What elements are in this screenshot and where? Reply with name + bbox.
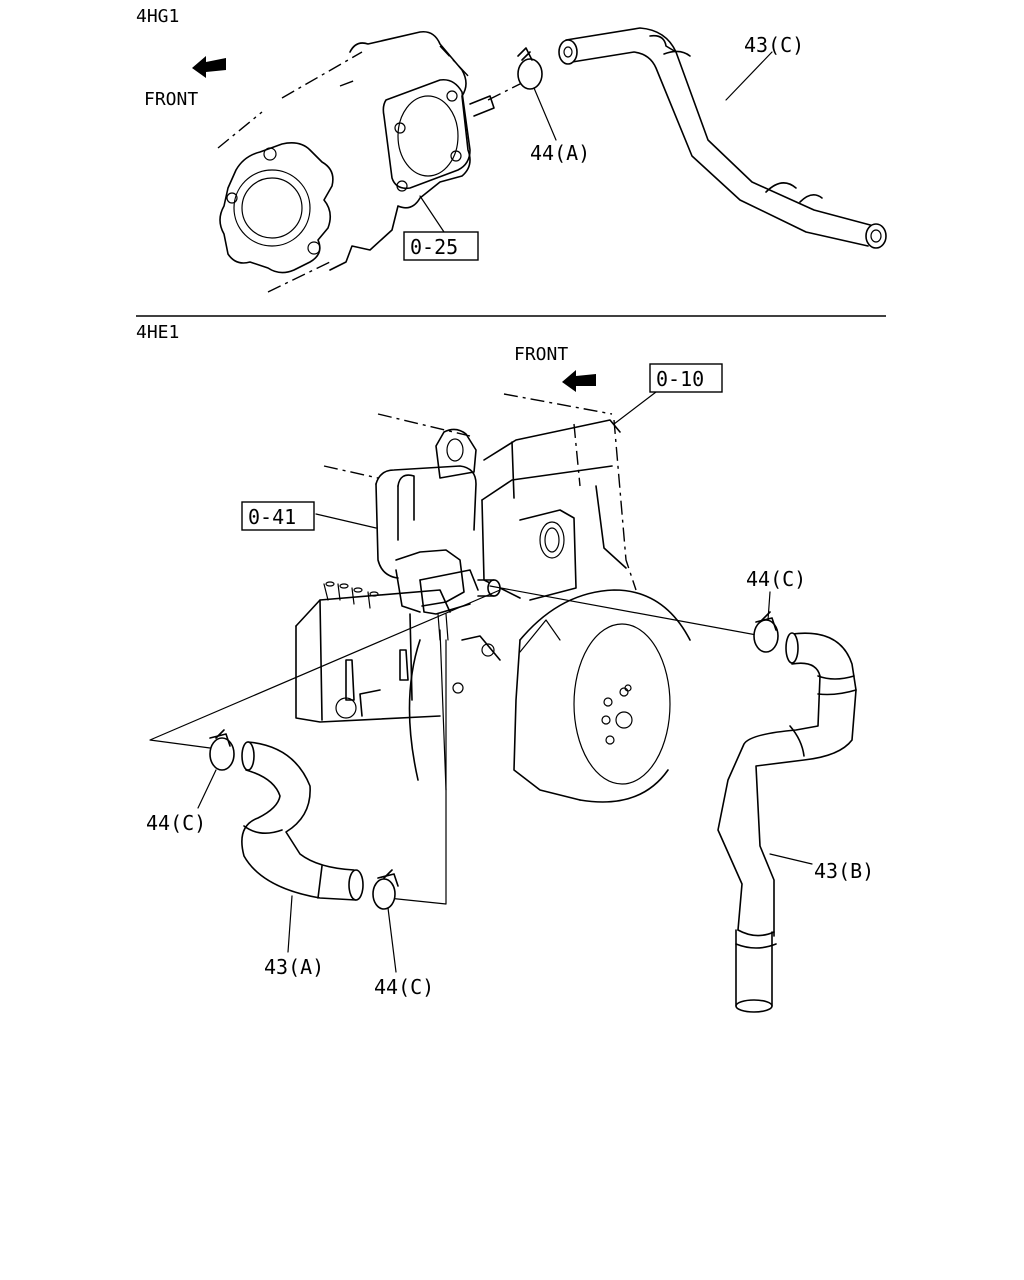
engine-block [295, 393, 691, 803]
callout-44c-left: 44(C) [146, 811, 206, 835]
callout-43c: 43(C) [744, 33, 804, 57]
leader-44c-left [197, 769, 217, 809]
leader-010 [613, 391, 657, 425]
hose-43b [717, 611, 857, 1013]
section-4hg1: 4HG1 FRONT [136, 6, 887, 293]
leader-43a [287, 895, 293, 953]
ref-010: 0-10 [656, 367, 704, 391]
leader-44a [533, 87, 557, 141]
variant-label-4he1: 4HE1 [136, 322, 179, 343]
callout-44c-right: 44(C) [746, 567, 806, 591]
clamp-44a [517, 47, 543, 90]
hose-43a [209, 729, 364, 901]
variant-label-4hg1: 4HG1 [136, 6, 179, 27]
ref-025: 0-25 [410, 235, 458, 259]
ref-box-025 [403, 231, 479, 261]
clamp-bottom [372, 869, 399, 910]
leader-025 [419, 195, 445, 233]
front-arrow-icon [192, 56, 226, 78]
ref-box-041 [241, 501, 315, 531]
callout-44a: 44(A) [530, 141, 590, 165]
section-4he1: 4HE1 FRONT [136, 322, 874, 1013]
callout-44c-bottom: 44(C) [374, 975, 434, 999]
egr-valve [375, 465, 501, 641]
leader-43b [769, 853, 813, 865]
ref-box-010 [649, 363, 723, 393]
ref-041: 0-41 [248, 505, 296, 529]
front-label-top: FRONT [144, 89, 198, 110]
leader-43c [725, 51, 773, 101]
leader-44c-bottom [387, 907, 397, 973]
intake-flange [217, 30, 529, 293]
hose-43c [558, 27, 887, 249]
leader-44c-right [767, 591, 771, 621]
front-label-bottom: FRONT [514, 344, 568, 365]
callout-43b: 43(B) [814, 859, 874, 883]
front-arrow-icon [562, 370, 596, 392]
callout-43a: 43(A) [264, 955, 324, 979]
routing-lines [149, 585, 763, 905]
leader-041 [315, 513, 377, 529]
